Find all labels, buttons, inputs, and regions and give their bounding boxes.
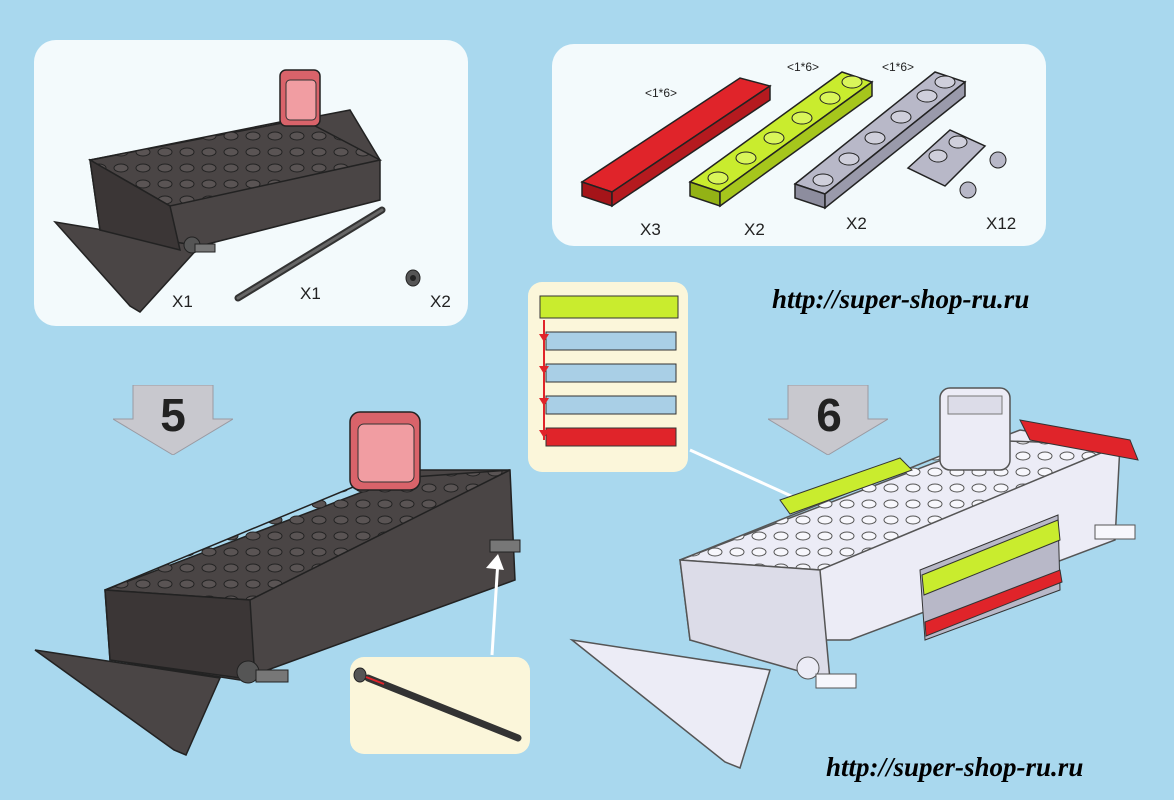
size-red-plate: <1*6> xyxy=(645,86,678,100)
dark-chassis-large-icon xyxy=(34,411,521,756)
step-arrow-5-icon xyxy=(113,385,233,455)
qty-grey-clip: X12 xyxy=(986,214,1017,233)
dark-chassis-small-icon xyxy=(53,69,383,313)
qty-grey-plate: X2 xyxy=(846,214,867,233)
watermark-url-bottom[interactable]: http://super-shop-ru.ru xyxy=(826,752,1084,782)
size-lime-plate: <1*6> xyxy=(787,60,820,74)
step-number-6: 6 xyxy=(816,389,842,441)
qty-lime-plate: X2 xyxy=(744,220,765,239)
watermark-url-top[interactable]: http://super-shop-ru.ru xyxy=(772,284,1030,314)
grey-clip-icon xyxy=(906,129,1007,199)
qty-axle: X1 xyxy=(300,284,321,303)
grey-plate-icon xyxy=(793,71,967,210)
step-arrow-6-icon xyxy=(768,385,888,455)
red-plate-icon xyxy=(580,77,772,208)
lime-plate-icon xyxy=(688,71,874,208)
axle-icon xyxy=(234,206,386,302)
light-chassis-icon xyxy=(569,387,1139,769)
qty-bushing: X2 xyxy=(430,292,451,311)
plate-stack-icon xyxy=(539,295,679,447)
axle-with-bushing-icon xyxy=(353,667,522,742)
qty-chassis: X1 xyxy=(172,292,193,311)
step-number-5: 5 xyxy=(160,389,186,441)
size-grey-plate: <1*6> xyxy=(882,60,915,74)
qty-red-plate: X3 xyxy=(640,220,661,239)
bushing-icon xyxy=(405,269,421,287)
